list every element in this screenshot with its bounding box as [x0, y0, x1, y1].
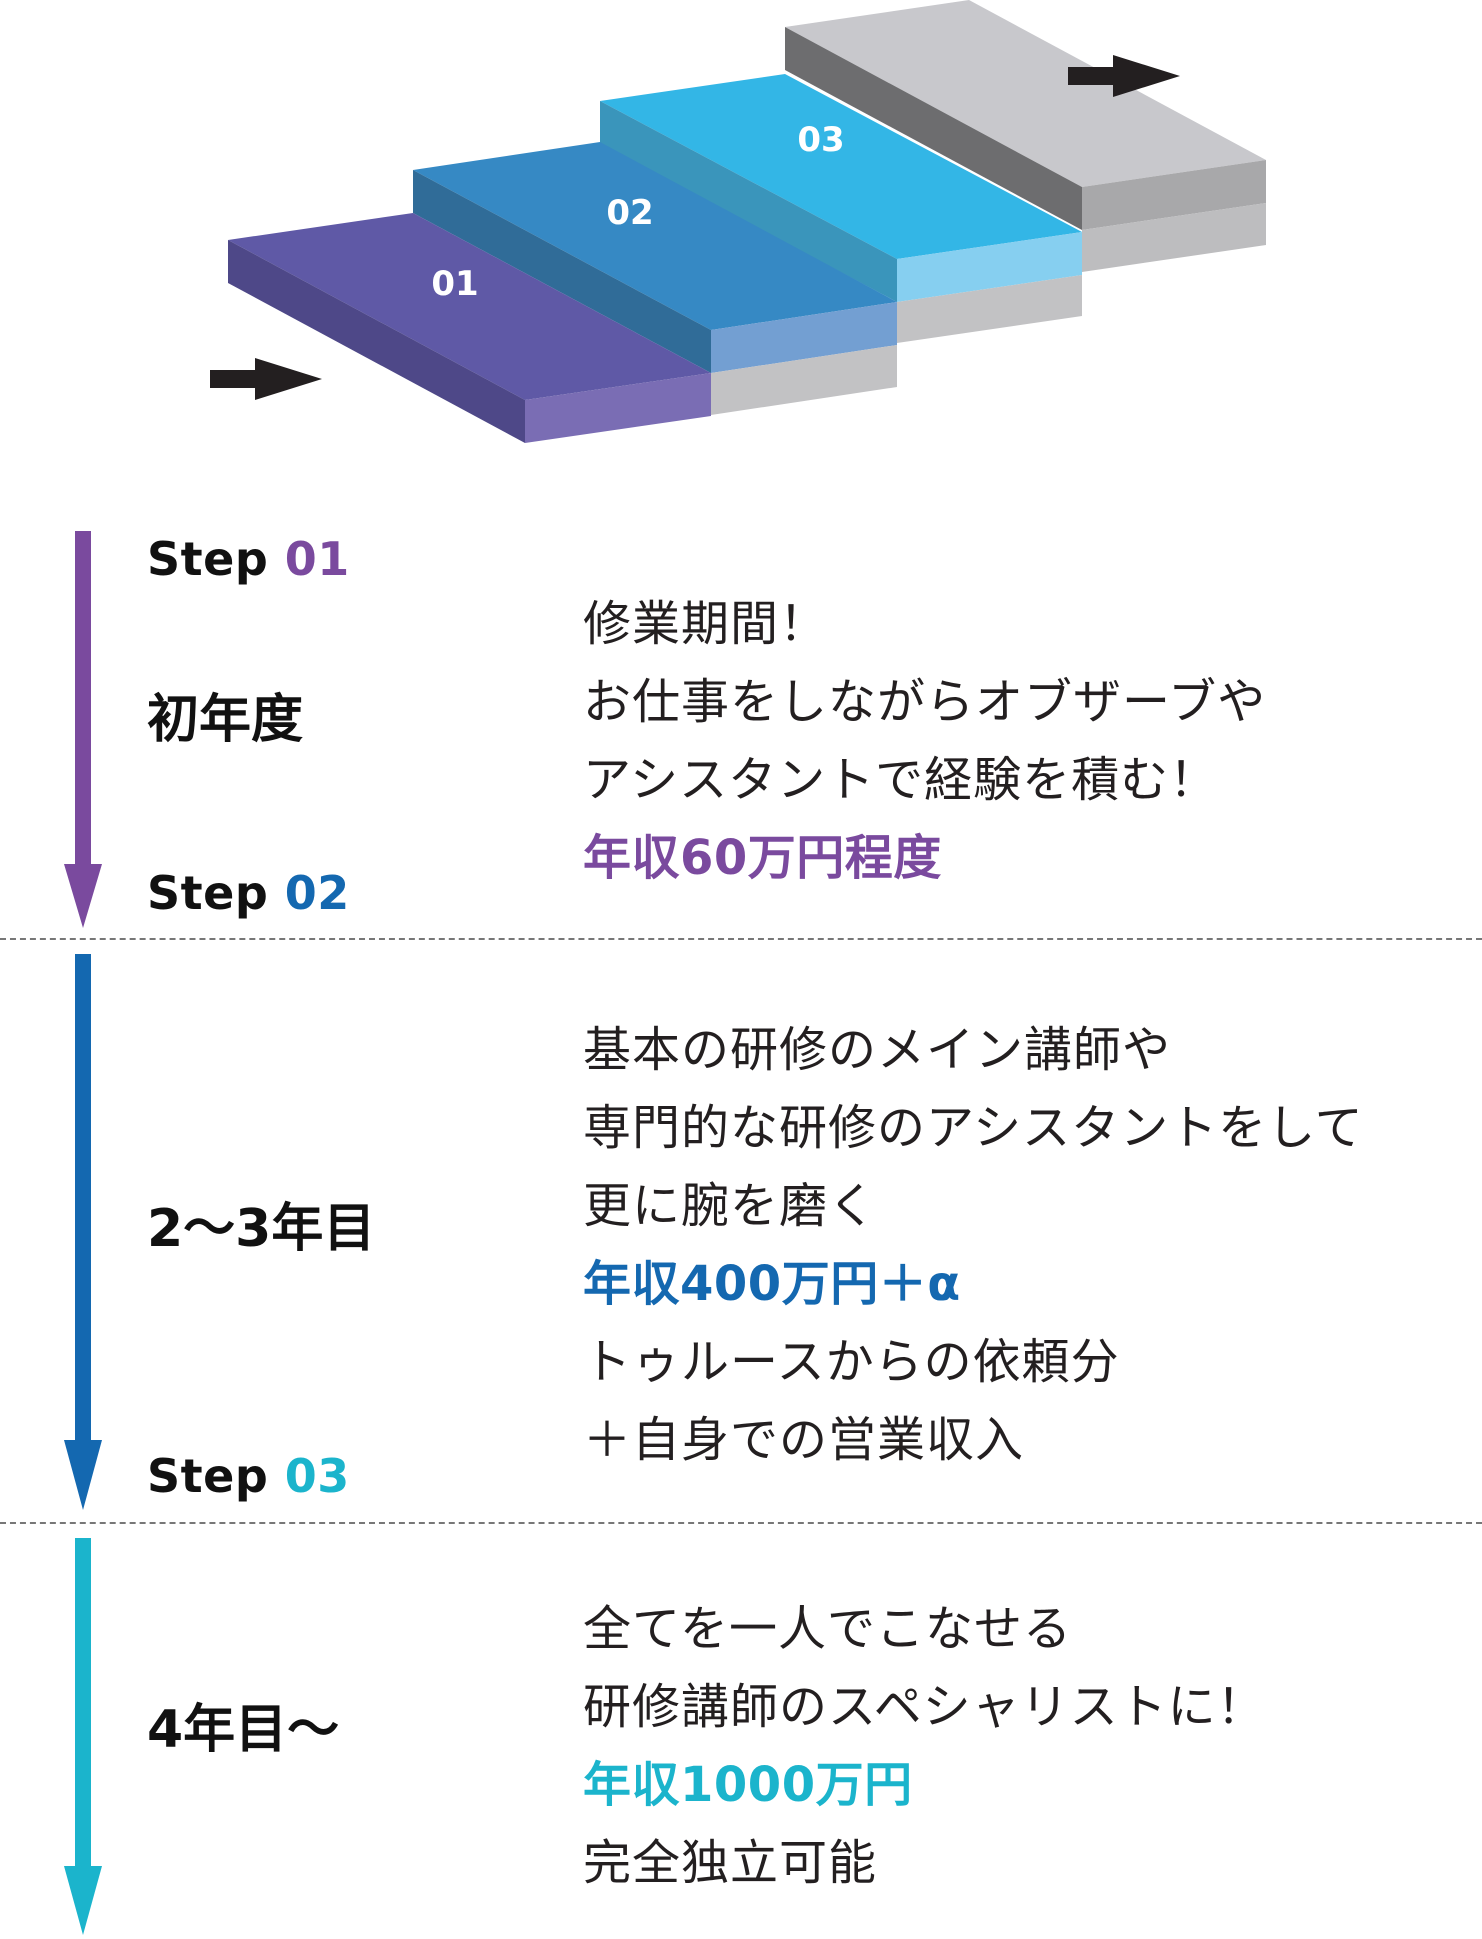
- arrow-down-icon: [64, 1538, 102, 1935]
- stair-1: [228, 213, 711, 443]
- desc-line: 専門的な研修のアシスタントをして: [583, 1100, 1364, 1156]
- stair-1-side: [525, 373, 711, 443]
- period-first-year: 初年度: [147, 690, 304, 750]
- desc-line: トゥルースからの依頼分: [583, 1334, 1120, 1390]
- income-label: 年収1000万円: [583, 1757, 913, 1813]
- arrow-down-icon: [64, 954, 102, 1510]
- stair-label-01: 01: [431, 264, 478, 304]
- desc-line: アシスタントで経験を積む！: [583, 752, 1219, 808]
- stairs-diagram: 01 02 03: [210, 0, 1266, 443]
- stair-4-top: [785, 0, 1266, 187]
- desc-line: 更に腕を磨く: [583, 1178, 878, 1234]
- desc-line: 基本の研修のメイン講師や: [583, 1022, 1172, 1078]
- income-label: 年収60万円程度: [583, 830, 942, 886]
- stair-4-front: [785, 27, 1082, 230]
- stair-2-top: [413, 142, 897, 330]
- divider: [0, 1522, 1482, 1524]
- stage-3-description: 全てを一人でこなせる 研修講師のスペシャリストに！ 年収1000万円 完全独立可…: [583, 1590, 1266, 1902]
- stair-1-front: [228, 240, 525, 443]
- stair-2-side: [711, 302, 897, 373]
- stair-3-front: [600, 101, 897, 302]
- stair-4-side: [1082, 160, 1266, 230]
- stage-1-description: 修業期間！ お仕事をしながらオブザーブや アシスタントで経験を積む！ 年収60万…: [583, 585, 1266, 897]
- stair-4-base-side: [1082, 203, 1266, 272]
- stair-label-02: 02: [606, 193, 653, 233]
- desc-line: 全てを一人でこなせる: [583, 1601, 1073, 1657]
- desc-line: 研修講師のスペシャリストに！: [583, 1679, 1266, 1735]
- stair-1-top: [228, 213, 711, 400]
- stair-label-03: 03: [797, 120, 844, 160]
- arrow-right-icon: [1068, 55, 1180, 97]
- stage-2-description: 基本の研修のメイン講師や 専門的な研修のアシスタントをして 更に腕を磨く 年収4…: [583, 1011, 1364, 1479]
- divider: [0, 938, 1482, 940]
- stair-4: [785, 0, 1266, 272]
- income-label: 年収400万円＋α: [583, 1256, 961, 1312]
- step-label-01: Step 01: [147, 532, 350, 586]
- stair-2: [413, 142, 897, 415]
- stair-3-side: [897, 232, 1082, 302]
- desc-line: 完全独立可能: [583, 1835, 878, 1891]
- step-label-02: Step 02: [147, 866, 350, 920]
- period-2-3-years: 2～3年目: [147, 1199, 376, 1259]
- arrow-down-icon: [64, 531, 102, 928]
- stair-3-base-side: [897, 275, 1082, 343]
- period-4-years: 4年目～: [147, 1700, 340, 1760]
- stair-3: [600, 74, 1082, 343]
- arrow-right-icon: [210, 358, 322, 400]
- stair-3-top: [600, 74, 1082, 259]
- stair-2-base-side: [711, 345, 897, 415]
- desc-line: 修業期間！: [583, 596, 829, 652]
- desc-line: お仕事をしながらオブザーブや: [583, 674, 1267, 730]
- stair-2-front: [413, 170, 711, 373]
- step-label-03: Step 03: [147, 1449, 350, 1503]
- desc-line: ＋自身での営業収入: [583, 1412, 1025, 1468]
